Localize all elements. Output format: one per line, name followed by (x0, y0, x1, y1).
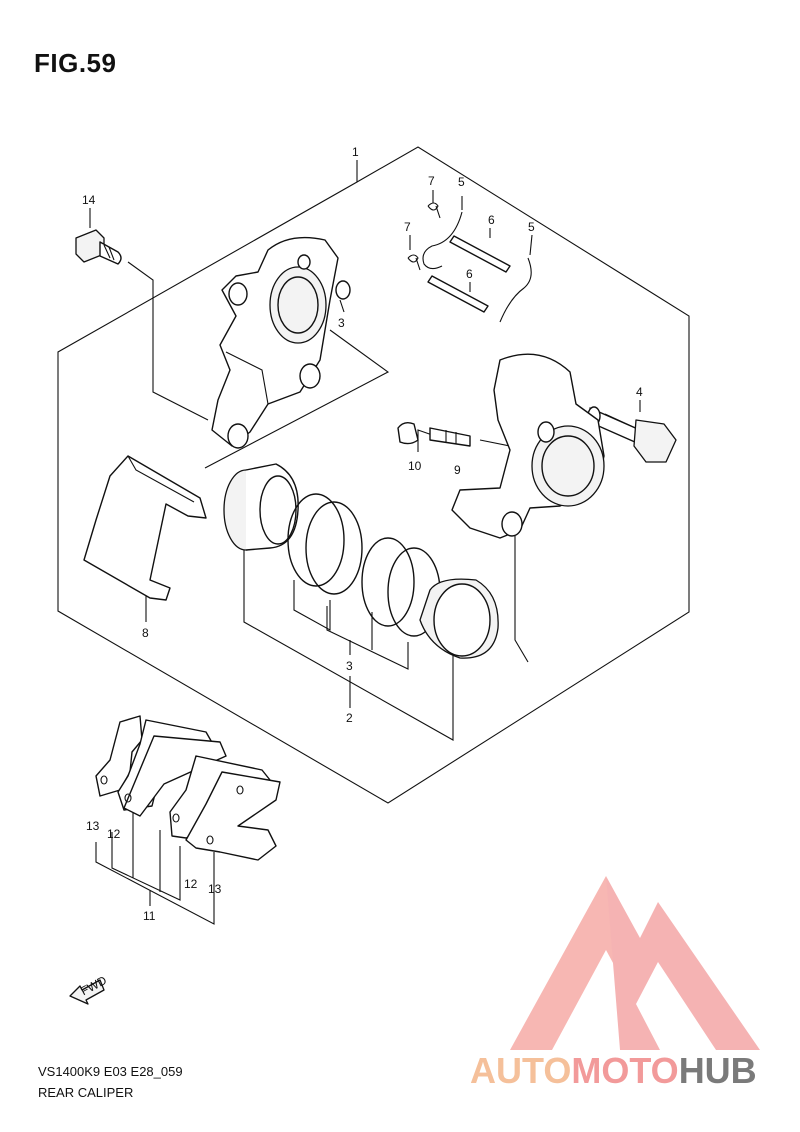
seal-part-3-small (335, 280, 351, 300)
callout-6-lower: 6 (466, 267, 473, 281)
seal-part-3-left (287, 493, 363, 595)
cap-part-10 (397, 421, 419, 445)
callout-2: 2 (346, 711, 353, 725)
callout-9: 9 (454, 463, 461, 477)
callout-11: 11 (143, 909, 156, 923)
piston-right (419, 578, 499, 659)
callout-12-left: 12 (107, 827, 121, 841)
caliper-half-lower (451, 353, 605, 539)
callout-13-right: 13 (208, 882, 222, 896)
callout-3-seals: 3 (346, 659, 353, 673)
pad-spring-part-8 (83, 455, 207, 601)
callout-14: 14 (82, 193, 96, 207)
pins-and-springs (407, 202, 532, 323)
diagram-name: REAR CALIPER (38, 1085, 134, 1100)
figure-title: FIG.59 (34, 48, 117, 78)
callout-3-small-seal: 3 (338, 316, 345, 330)
callout-labels: 1 14 3 7 5 7 6 5 6 4 9 10 8 3 2 13 12 12… (82, 145, 643, 923)
assembly-outline (57, 146, 690, 804)
bleeder-screw-part-9 (429, 427, 471, 447)
caliper-half-upper (211, 236, 339, 449)
callout-4: 4 (636, 385, 643, 399)
forward-arrow-icon: FWD (69, 973, 109, 1005)
callout-5-lower: 5 (528, 220, 535, 234)
callout-5-upper: 5 (458, 175, 465, 189)
leader-lines (89, 190, 641, 925)
piston-left (223, 463, 299, 551)
diagram-code: VS1400K9 E03 E28_059 (38, 1064, 183, 1079)
callout-7-upper: 7 (428, 174, 435, 188)
callout-8: 8 (142, 626, 149, 640)
callout-12-right: 12 (184, 877, 198, 891)
callout-13-left: 13 (86, 819, 100, 833)
callout-6-upper: 6 (488, 213, 495, 227)
callout-1: 1 (352, 145, 359, 159)
bolt-part-14 (75, 229, 122, 265)
brake-pad-set (95, 715, 281, 861)
callout-10: 10 (408, 459, 422, 473)
callout-7-lower: 7 (404, 220, 411, 234)
